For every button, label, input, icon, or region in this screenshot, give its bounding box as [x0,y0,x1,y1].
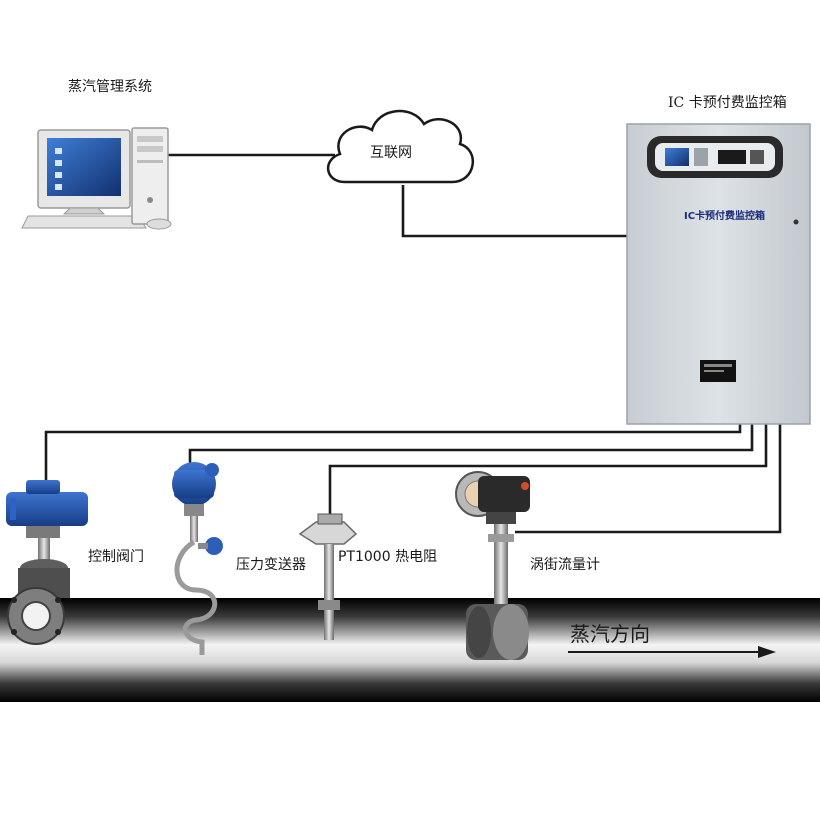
steam-system-label: 蒸汽管理系统 [68,79,152,95]
control-valve-label: 控制阀门 [88,549,144,565]
vortex-flowmeter-icon [455,471,530,660]
wire-valve [44,424,742,484]
wire-pressure [188,424,754,470]
wire-thermo [328,424,768,525]
pt1000-label: PT1000 热电阻 [338,549,438,565]
wire-cloud-box [401,185,627,238]
vortex-meter-label: 涡街流量计 [530,557,600,573]
cloud-icon [327,109,475,184]
computer-icon [21,127,172,230]
steam-pipe [0,598,820,702]
pressure-transmitter-label: 压力变送器 [236,557,306,573]
wire-flowmeter [515,424,782,534]
signal-wires [44,153,782,534]
internet-label: 互联网 [370,145,412,161]
control-box-icon [626,123,811,425]
valve-icon [6,480,88,645]
arrow-right-icon [568,646,776,658]
ic-box-title: IC 卡预付费监控箱 [668,95,787,111]
thermal-resistor-icon [298,513,358,640]
steam-direction-label: 蒸汽方向 [570,622,650,646]
ic-box-panel-label: IC卡预付费监控箱 [684,211,766,222]
pressure-transmitter-icon [172,462,223,655]
